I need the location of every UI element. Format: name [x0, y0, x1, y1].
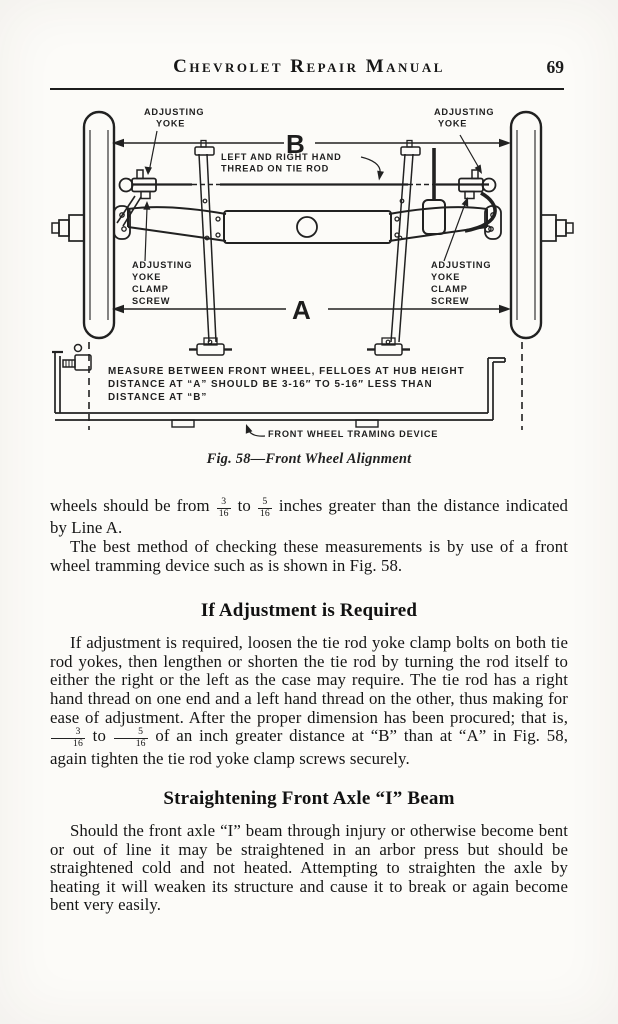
section-heading-adjustment: If Adjustment is Required — [200, 600, 418, 622]
paragraph-best-method: The best method of checking these measur… — [50, 536, 568, 575]
left-steering-knuckle — [113, 205, 131, 240]
paragraph-adjustment: If adjustment is required, loosen the ti… — [50, 633, 568, 768]
para3-mid: to — [85, 726, 113, 746]
label-tram-device: FRONT WHEEL TRAMING DEVICE — [268, 429, 438, 439]
right-tram-pointer — [367, 139, 421, 356]
svg-text:SCREW: SCREW — [132, 296, 170, 306]
page-number: 69 — [546, 57, 565, 77]
wheel-plane-dashes — [88, 342, 523, 430]
right-hub — [540, 214, 574, 242]
left-hub — [51, 214, 85, 242]
figure-note-line1: MEASURE BETWEEN FRONT WHEEL, FELLOES AT … — [108, 366, 465, 377]
svg-text:CLAMP: CLAMP — [431, 284, 468, 294]
hanging-tool — [422, 148, 446, 235]
label-dimension-b: B — [286, 129, 305, 159]
label-thread-line2: THREAD ON TIE ROD — [221, 164, 329, 174]
label-clamp-screw-left: ADJUSTING — [132, 260, 192, 270]
para1-pre: wheels should be from — [50, 496, 216, 515]
label-adjusting-yoke-left: ADJUSTING — [144, 107, 204, 117]
front-axle-beam — [127, 206, 488, 244]
figure-drawing: ADJUSTING YOKE ADJUSTING YOKE B LEFT AND… — [51, 107, 574, 439]
para3-post: of an inch greater distance at “B” than … — [50, 726, 568, 768]
label-clamp-screw-right: ADJUSTING — [431, 260, 491, 270]
leader-lines — [143, 130, 482, 437]
svg-text:SCREW: SCREW — [431, 296, 469, 306]
label-dimension-a: A — [292, 295, 311, 325]
left-wheel — [82, 110, 116, 340]
svg-text:YOKE: YOKE — [431, 272, 460, 282]
right-yoke-fitting — [458, 169, 497, 233]
figure-note-line2: DISTANCE AT “A” SHOULD BE 3-16″ TO 5-16″… — [108, 379, 433, 390]
running-header: Chevrolet Repair Manual 69 — [50, 56, 568, 84]
figure-caption: Fig. 58—Front Wheel Alignment — [206, 451, 412, 467]
header-rule — [50, 88, 564, 90]
label-adjusting-yoke-right: ADJUSTING — [434, 107, 494, 117]
para3-pre: If adjustment is required, loosen the ti… — [50, 633, 568, 727]
figure-note-line3: DISTANCE AT “B” — [108, 392, 207, 403]
svg-text:CLAMP: CLAMP — [132, 284, 169, 294]
dimension-line-b — [112, 138, 511, 148]
label-thread-line1: LEFT AND RIGHT HAND — [221, 152, 342, 162]
tramming-device-frame — [52, 350, 506, 428]
figure-labels: ADJUSTING YOKE ADJUSTING YOKE B LEFT AND… — [108, 107, 494, 439]
section-heading-straightening: Straightening Front Axle “I” Beam — [163, 788, 455, 810]
left-tram-pointer — [189, 139, 232, 356]
svg-text:YOKE: YOKE — [156, 119, 185, 129]
left-yoke-fitting — [116, 169, 157, 227]
paragraph-straightening: Should the front axle “I” beam through i… — [50, 821, 568, 915]
svg-text:YOKE: YOKE — [132, 272, 161, 282]
right-wheel — [509, 110, 543, 340]
tram-adjusting-screw — [62, 343, 92, 371]
svg-text:YOKE: YOKE — [438, 119, 467, 129]
figure-58: ADJUSTING YOKE ADJUSTING YOKE B LEFT AND… — [44, 96, 574, 468]
dimension-line-a — [112, 304, 511, 314]
para1-mid: to — [231, 496, 257, 515]
page-title: Chevrolet Repair Manual — [173, 56, 445, 77]
para1-post: inches greater than the distance indicat… — [50, 496, 569, 538]
